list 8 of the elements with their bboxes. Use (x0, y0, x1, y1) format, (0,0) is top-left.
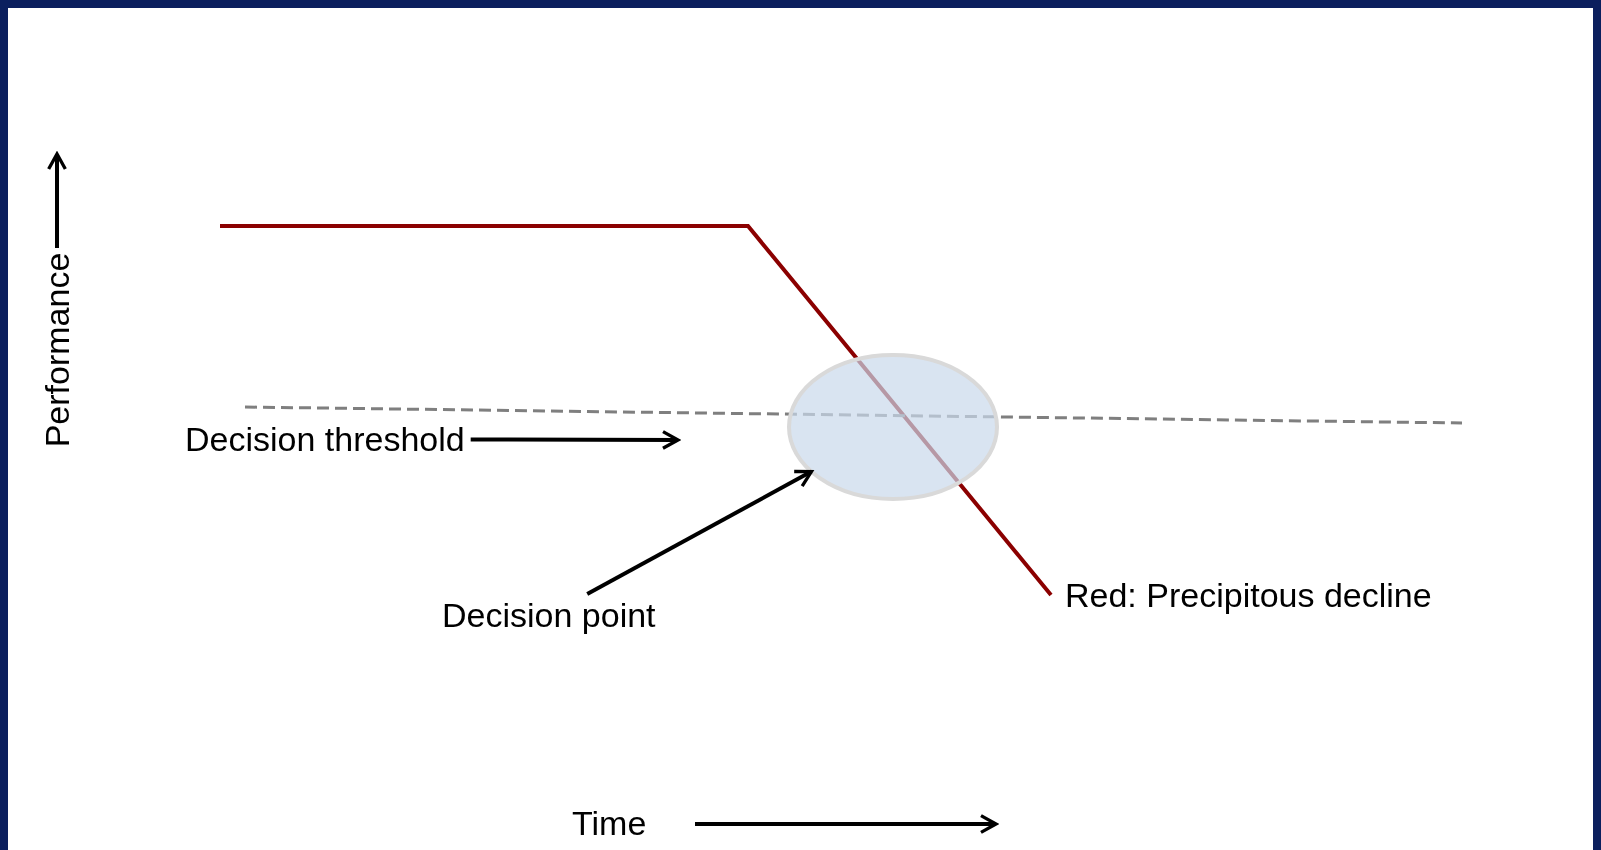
annotation-label: Decision threshold (185, 422, 465, 456)
axis-label: Performance (39, 252, 74, 448)
annotation-label: Decision point (442, 598, 656, 632)
line-label: Red: Precipitous decline (1065, 578, 1432, 612)
axis-label: Time (572, 806, 647, 840)
arrow (586, 469, 813, 596)
decision-ellipse (787, 353, 999, 501)
arrow (470, 429, 680, 450)
